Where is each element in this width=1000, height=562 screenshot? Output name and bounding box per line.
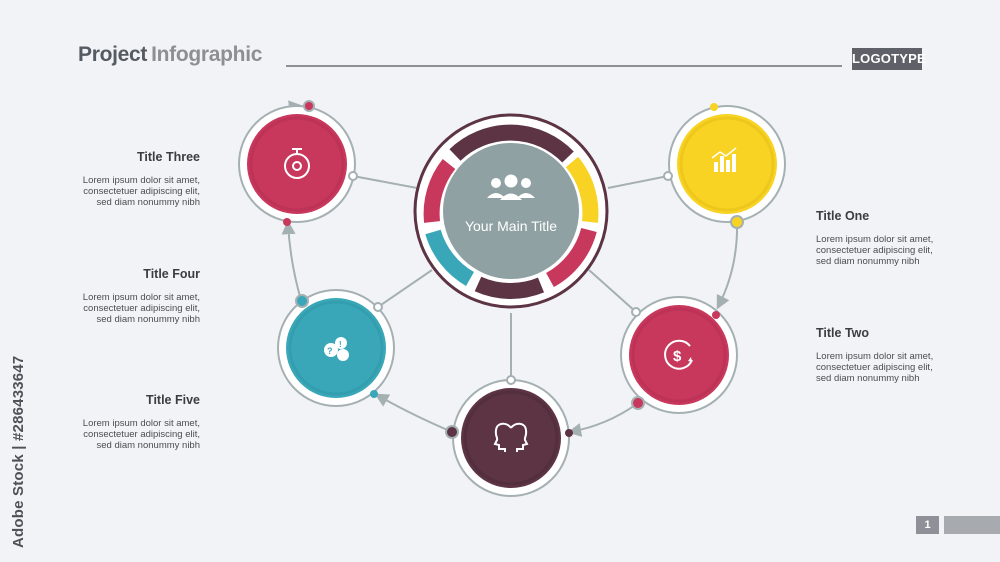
chat-bubbles-icon: ? ! — [324, 337, 349, 361]
label-title-five-heading: Title Five — [146, 393, 200, 407]
team-icon — [487, 174, 535, 200]
arrow-two-to-five — [567, 402, 639, 437]
label-title-three: Title Three Lorem ipsum dolor sit amet, … — [60, 150, 200, 208]
label-title-five: Title Five Lorem ipsum dolor sit amet, c… — [60, 393, 200, 451]
svg-text:?: ? — [327, 346, 333, 356]
connector-center-title-one — [607, 175, 669, 189]
page-bar — [944, 516, 1000, 534]
label-title-four-body: Lorem ipsum dolor sit amet, consectetuer… — [82, 292, 200, 325]
watermark-text: Adobe Stock | #286433647 — [10, 355, 27, 548]
connector-center-title-three — [352, 175, 418, 189]
arrow-five-to-four — [374, 393, 453, 433]
connector-center-title-two — [588, 269, 637, 313]
node-title-two: $ — [620, 296, 738, 414]
label-title-four: Title Four Lorem ipsum dolor sit amet, c… — [60, 267, 200, 325]
page-title-part2: Infographic — [151, 43, 263, 66]
node-title-four: ? ! — [277, 289, 395, 407]
label-title-five-body: Lorem ipsum dolor sit amet, consectetuer… — [82, 418, 200, 451]
arrow-four-to-three — [281, 220, 302, 301]
two-heads-icon — [493, 422, 529, 452]
label-title-one-heading: Title One — [816, 209, 870, 223]
chart-icon — [711, 147, 737, 172]
label-title-two: Title Two Lorem ipsum dolor sit amet, co… — [816, 326, 976, 384]
label-title-two-heading: Title Two — [816, 326, 870, 340]
center-title: Your Main Title — [465, 218, 557, 234]
center-node: Your Main Title — [413, 113, 609, 309]
label-title-one-body: Lorem ipsum dolor sit amet, consectetuer… — [816, 234, 934, 267]
svg-text:!: ! — [339, 340, 342, 349]
header-divider — [286, 65, 842, 67]
page-title-part1: Project — [78, 43, 148, 66]
label-title-two-body: Lorem ipsum dolor sit amet, consectetuer… — [816, 351, 934, 384]
label-title-one: Title One Lorem ipsum dolor sit amet, co… — [816, 209, 976, 267]
label-title-three-heading: Title Three — [137, 150, 200, 164]
node-title-five — [445, 375, 573, 497]
dollar-cycle-icon: $ — [664, 339, 693, 370]
label-title-three-body: Lorem ipsum dolor sit amet, consectetuer… — [82, 175, 200, 208]
page-number: 1 — [916, 516, 939, 534]
connector-lines — [352, 175, 669, 380]
svg-text:$: $ — [673, 348, 682, 365]
connector-center-title-four — [377, 269, 433, 308]
node-title-one — [663, 103, 786, 229]
center-ring-segments — [423, 124, 599, 299]
node-title-three — [238, 100, 358, 226]
arrow-one-to-two — [716, 222, 739, 310]
label-title-four-heading: Title Four — [143, 267, 200, 281]
stopwatch-icon — [284, 148, 310, 179]
logotype-badge: LOGOTYPE — [852, 48, 926, 70]
